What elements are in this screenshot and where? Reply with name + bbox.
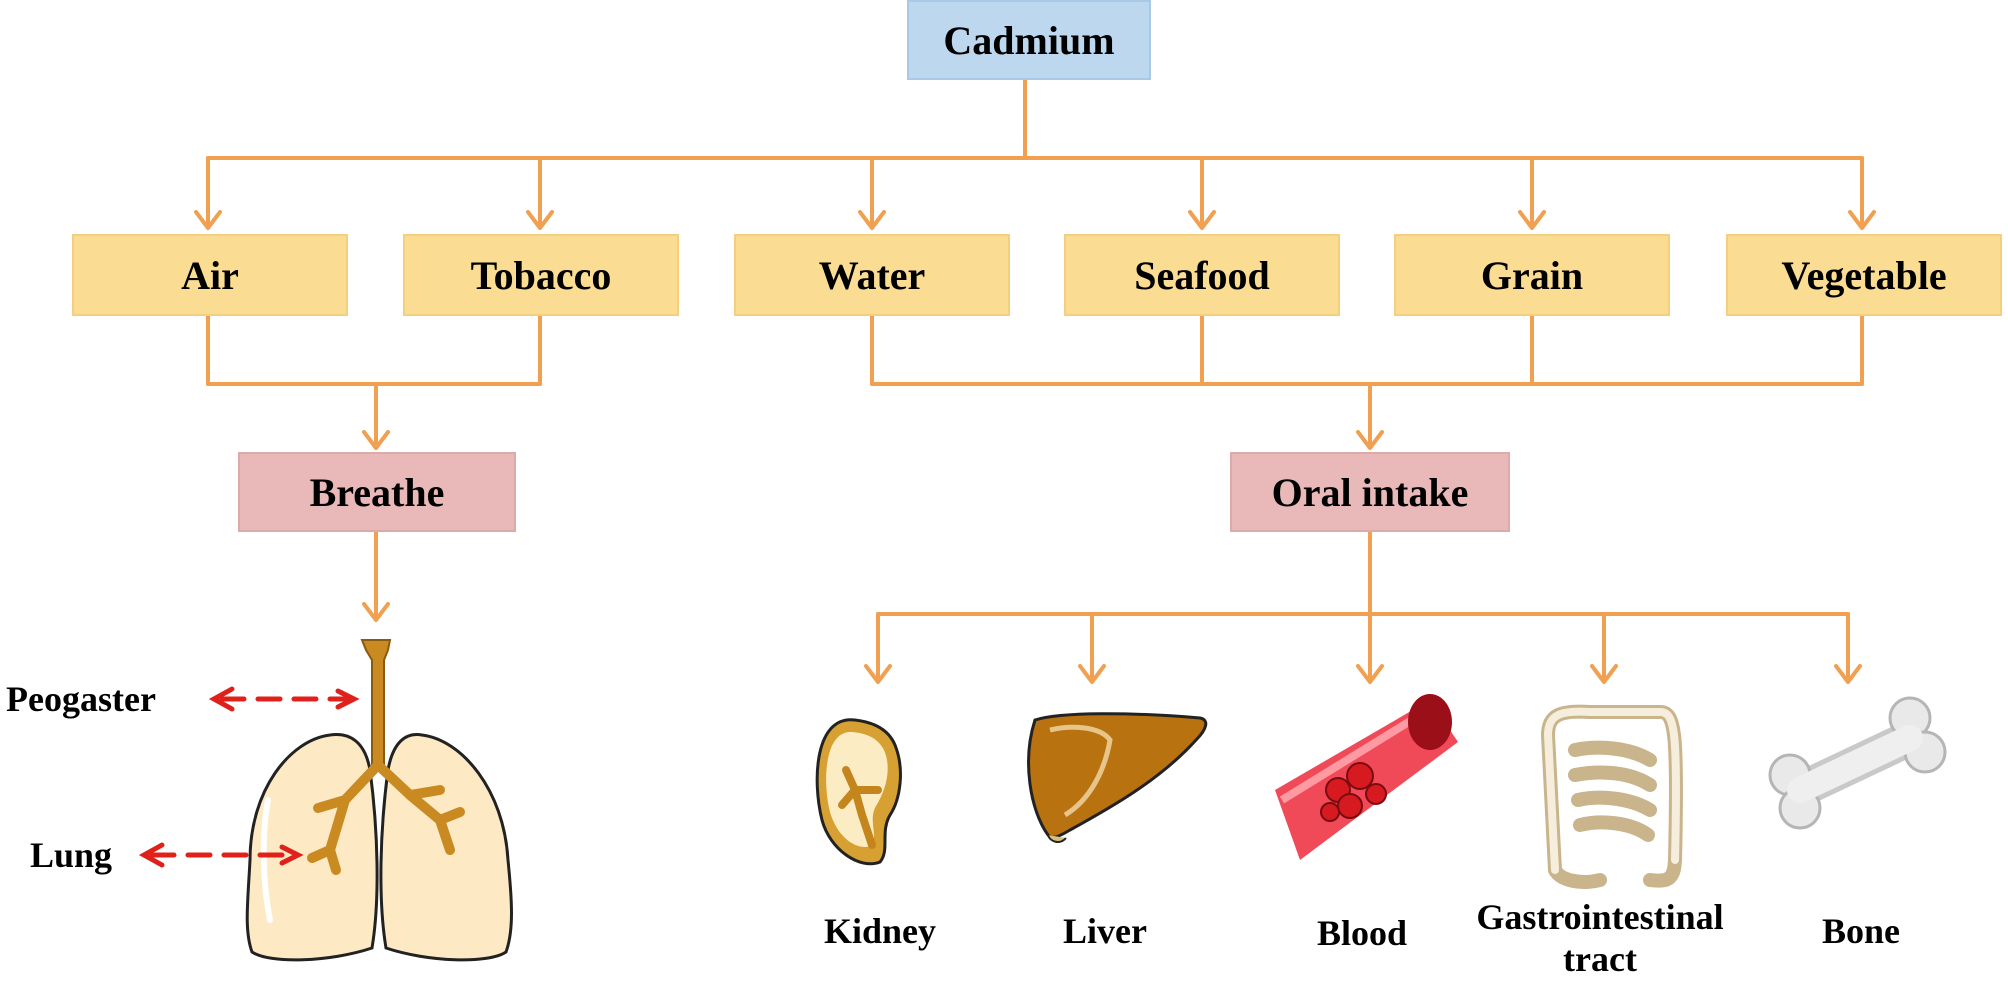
label-lung: Lung [30,835,113,875]
organ-label-kidney: Kidney [823,911,937,951]
source-node-vegetable: Vegetable [1726,234,2002,316]
source-node-seafood: Seafood [1064,234,1340,316]
arrowheads [194,210,1876,684]
source-node-tobacco: Tobacco [403,234,679,316]
source-node-air: Air [72,234,348,316]
connector-lines [206,78,1864,682]
gastrointestinal-highlight [1543,707,1681,874]
organ-label-liver: Liver [1063,911,1147,951]
organ-label-gastrointestinal-tract: Gastrointestinal tract [1476,897,1724,979]
kidney-icon [815,718,902,866]
organ-label-blood: Blood [1316,913,1408,953]
organ-label-bone: Bone [1821,911,1900,951]
lungs-icon [245,639,513,962]
source-node-grain: Grain [1394,234,1670,316]
bone-icon [1768,696,1947,830]
blood-vessel-icon [1275,694,1458,860]
route-node-breathe: Breathe [238,452,516,532]
gastrointestinal-tract-icon [1541,704,1684,889]
liver-icon [1027,712,1208,843]
indicator-arrows [138,686,360,868]
label-peogaster: Peogaster [6,679,156,719]
route-node-oral-intake: Oral intake [1230,452,1510,532]
root-node-cadmium: Cadmium [907,0,1151,80]
source-node-water: Water [734,234,1010,316]
